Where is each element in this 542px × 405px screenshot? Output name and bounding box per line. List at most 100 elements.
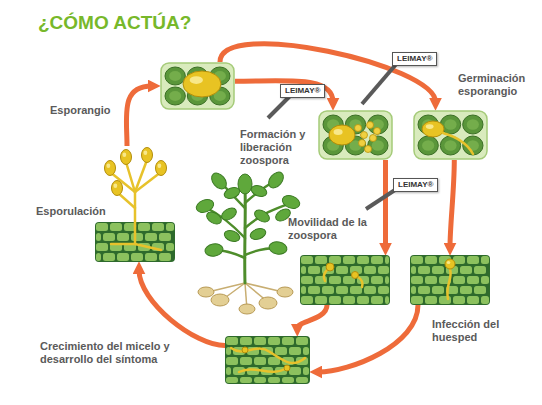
tissue-cell xyxy=(460,286,472,294)
tissue-cell xyxy=(96,243,108,251)
zoospore xyxy=(361,132,368,139)
tissue-cell xyxy=(240,357,252,365)
tissue-cell xyxy=(152,223,164,231)
tissue-cell xyxy=(418,266,430,274)
tissue-cell xyxy=(254,337,266,345)
tissue-cell xyxy=(254,377,266,383)
leaf xyxy=(205,210,224,227)
branch xyxy=(214,250,245,258)
leaf-cell xyxy=(463,115,483,134)
tissue-ground xyxy=(300,255,390,305)
stem xyxy=(243,186,247,283)
sporangium-highlight xyxy=(447,261,451,264)
leaf xyxy=(250,184,268,199)
tissue-cell xyxy=(411,286,416,294)
tissue-cell xyxy=(289,347,301,355)
tissue-cell xyxy=(322,286,334,294)
branch xyxy=(245,180,276,203)
leaf xyxy=(249,227,267,242)
sporangium-highlight xyxy=(157,164,161,169)
leaf xyxy=(209,170,230,192)
sporangium-highlight xyxy=(143,151,147,156)
tissue-cell xyxy=(453,276,465,284)
leaf xyxy=(204,243,224,258)
hypha xyxy=(324,270,327,281)
product-block-box: LEIMAY® xyxy=(393,178,438,192)
root xyxy=(208,283,245,292)
hypha xyxy=(447,269,450,299)
cell-core xyxy=(444,119,456,129)
cycle-arrow xyxy=(383,160,388,247)
stage-label: Formación y liberación zoospora xyxy=(240,128,316,167)
tissue-cell xyxy=(301,266,306,274)
product-block-box: LEIMAY® xyxy=(280,84,325,98)
tissue-cell xyxy=(357,296,369,304)
tissue-cell xyxy=(96,223,108,231)
hypha xyxy=(358,277,363,287)
tissue-cell xyxy=(315,256,327,264)
tuber xyxy=(259,297,277,309)
tissue-cell xyxy=(329,276,341,284)
tissue-cell xyxy=(308,266,320,274)
leaf xyxy=(268,241,288,256)
sporangium-highlight xyxy=(113,184,117,189)
stage-label: Crecimiento del micelo y desarrollo del … xyxy=(40,340,180,366)
roots xyxy=(208,283,283,310)
hypha xyxy=(111,226,135,244)
zoospore xyxy=(365,146,372,153)
tissue-cell xyxy=(226,367,231,375)
tissue-cell xyxy=(385,256,389,264)
tissue-cell xyxy=(411,276,423,284)
stage-illustration xyxy=(318,110,393,160)
stems xyxy=(205,180,291,283)
lifecycle-stage: Esporulación xyxy=(95,146,175,262)
sporangium xyxy=(329,125,355,145)
tissue-cell xyxy=(159,253,171,261)
product-block-box: LEIMAY® xyxy=(392,52,437,66)
sporangium xyxy=(445,259,455,269)
tissue-cell xyxy=(474,286,486,294)
tissue-ground xyxy=(95,222,175,262)
cycle-arrow xyxy=(297,305,327,328)
tubers xyxy=(198,287,293,314)
tissue-cell xyxy=(301,296,313,304)
zoospore xyxy=(367,122,374,129)
stage-illustration xyxy=(225,336,310,384)
tissue-cell xyxy=(411,266,416,274)
cell-frame xyxy=(319,111,392,159)
stage-label: Infección del huesped xyxy=(432,318,512,344)
sporangium xyxy=(121,150,132,165)
tissue-cell xyxy=(481,276,489,284)
tissue-cell xyxy=(364,286,376,294)
tissue-cell xyxy=(303,367,309,375)
tissue-cell xyxy=(308,286,320,294)
tissue-cell xyxy=(138,223,150,231)
tissue-cell xyxy=(378,286,389,294)
tissue-cell xyxy=(343,256,355,264)
sporangium xyxy=(105,161,116,176)
tissue-cell xyxy=(103,253,115,261)
tissue-cell xyxy=(357,256,369,264)
tissue-cell xyxy=(159,233,171,241)
tuber xyxy=(277,287,293,297)
hypha xyxy=(239,368,287,372)
tissue-cell xyxy=(166,223,174,231)
tissue-cell xyxy=(329,296,341,304)
stage-illustration xyxy=(160,62,235,110)
tissue-cell xyxy=(296,337,308,345)
tissue-cell xyxy=(226,337,238,345)
cell-core xyxy=(169,71,181,81)
cell-tissue xyxy=(95,222,175,262)
leaf xyxy=(223,229,241,244)
cell-core xyxy=(169,91,181,101)
cycle-arrow xyxy=(139,270,225,346)
sporangium-highlight xyxy=(106,164,110,169)
tissue-cell xyxy=(378,266,389,274)
sporangium-highlight xyxy=(122,153,126,158)
stage-label: Esporulación xyxy=(36,205,106,218)
sporangium-highlight xyxy=(190,76,203,84)
tissue-cell xyxy=(275,347,287,355)
tissue-cell xyxy=(117,253,129,261)
tissue-cell xyxy=(439,296,451,304)
